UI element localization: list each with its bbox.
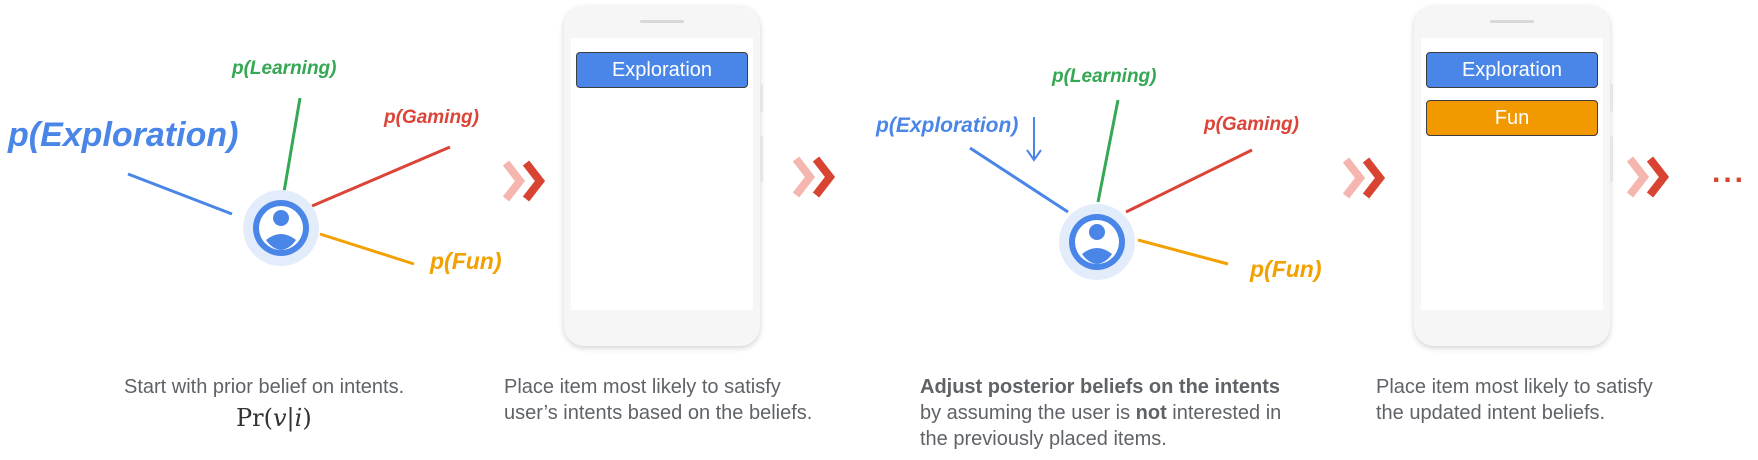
slot-item[interactable]: Fun <box>1426 100 1598 136</box>
caption-line: the previously placed items. <box>920 428 1167 450</box>
phone-side-button <box>760 136 763 182</box>
spoke-fun-1 <box>319 232 415 266</box>
caption-text: interested in <box>1166 402 1282 424</box>
phone-speaker <box>640 20 684 23</box>
user-icon <box>1059 204 1135 280</box>
spoke-learning-3 <box>1096 99 1120 203</box>
formula-i: i <box>294 404 303 432</box>
caption-prior-text: Start with prior belief on intents. <box>124 376 405 398</box>
chevron-right-icon <box>792 156 836 198</box>
phone-mockup: Exploration Fun <box>1414 6 1613 346</box>
caption-line: Adjust posterior beliefs on the intents <box>920 374 1281 400</box>
formula-suffix: ) <box>302 404 312 432</box>
spoke-exploration-1 <box>127 172 233 216</box>
phone-speaker <box>1490 20 1534 23</box>
label-exploration: p(Exploration) <box>8 116 239 154</box>
spoke-fun-3 <box>1137 238 1229 266</box>
label-fun: p(Fun) <box>1250 256 1322 282</box>
caption-line: the updated intent beliefs. <box>1376 402 1606 424</box>
caption-line: Place item most likely to satisfy <box>1376 376 1653 398</box>
phone-screen: Exploration <box>571 38 753 310</box>
caption-adjust-posterior: Adjust posterior beliefs on the intents … <box>920 374 1281 452</box>
slot-item[interactable]: Exploration <box>576 52 748 88</box>
caption-prior: Start with prior belief on intents. <box>124 374 404 400</box>
chevron-right-icon <box>502 160 546 202</box>
label-fun: p(Fun) <box>430 248 502 274</box>
phone-screen: Exploration Fun <box>1421 38 1603 310</box>
label-exploration: p(Exploration) <box>876 114 1019 137</box>
user-icon <box>243 190 319 266</box>
caption-line: Place item most likely to satisfy <box>504 376 781 398</box>
spoke-gaming-3 <box>1125 148 1253 214</box>
phone-side-button <box>1610 136 1613 182</box>
label-learning: p(Learning) <box>1052 66 1157 87</box>
caption-bold: Adjust posterior beliefs on the intents <box>920 376 1281 398</box>
chevron-right-icon <box>1626 156 1670 198</box>
formula-v: v <box>272 404 287 432</box>
caption-place-updated: Place item most likely to satisfy the up… <box>1376 374 1653 426</box>
caption-bold: not <box>1135 402 1167 424</box>
formula-prefix: Pr( <box>236 404 273 432</box>
formula-bar: | <box>286 404 295 432</box>
formula-prior: Pr(v|i) <box>236 404 312 432</box>
label-gaming: p(Gaming) <box>384 107 479 128</box>
chevron-right-icon <box>1342 157 1386 199</box>
label-learning: p(Learning) <box>232 58 337 79</box>
phone-side-button <box>760 84 763 112</box>
spoke-exploration-3 <box>969 146 1069 214</box>
down-arrow-icon <box>1026 117 1042 162</box>
label-gaming: p(Gaming) <box>1204 114 1299 135</box>
caption-place-item: Place item most likely to satisfy user’s… <box>504 374 812 426</box>
spoke-gaming-1 <box>311 145 451 208</box>
continuation-ellipsis: ... <box>1712 156 1747 189</box>
caption-line: by assuming the user is not interested i… <box>920 400 1281 426</box>
spoke-learning-1 <box>282 97 302 193</box>
phone-mockup: Exploration <box>564 6 763 346</box>
slot-item[interactable]: Exploration <box>1426 52 1598 88</box>
caption-line: user’s intents based on the beliefs. <box>504 402 813 424</box>
phone-side-button <box>1610 84 1613 112</box>
caption-text: by assuming the user is <box>920 402 1136 424</box>
